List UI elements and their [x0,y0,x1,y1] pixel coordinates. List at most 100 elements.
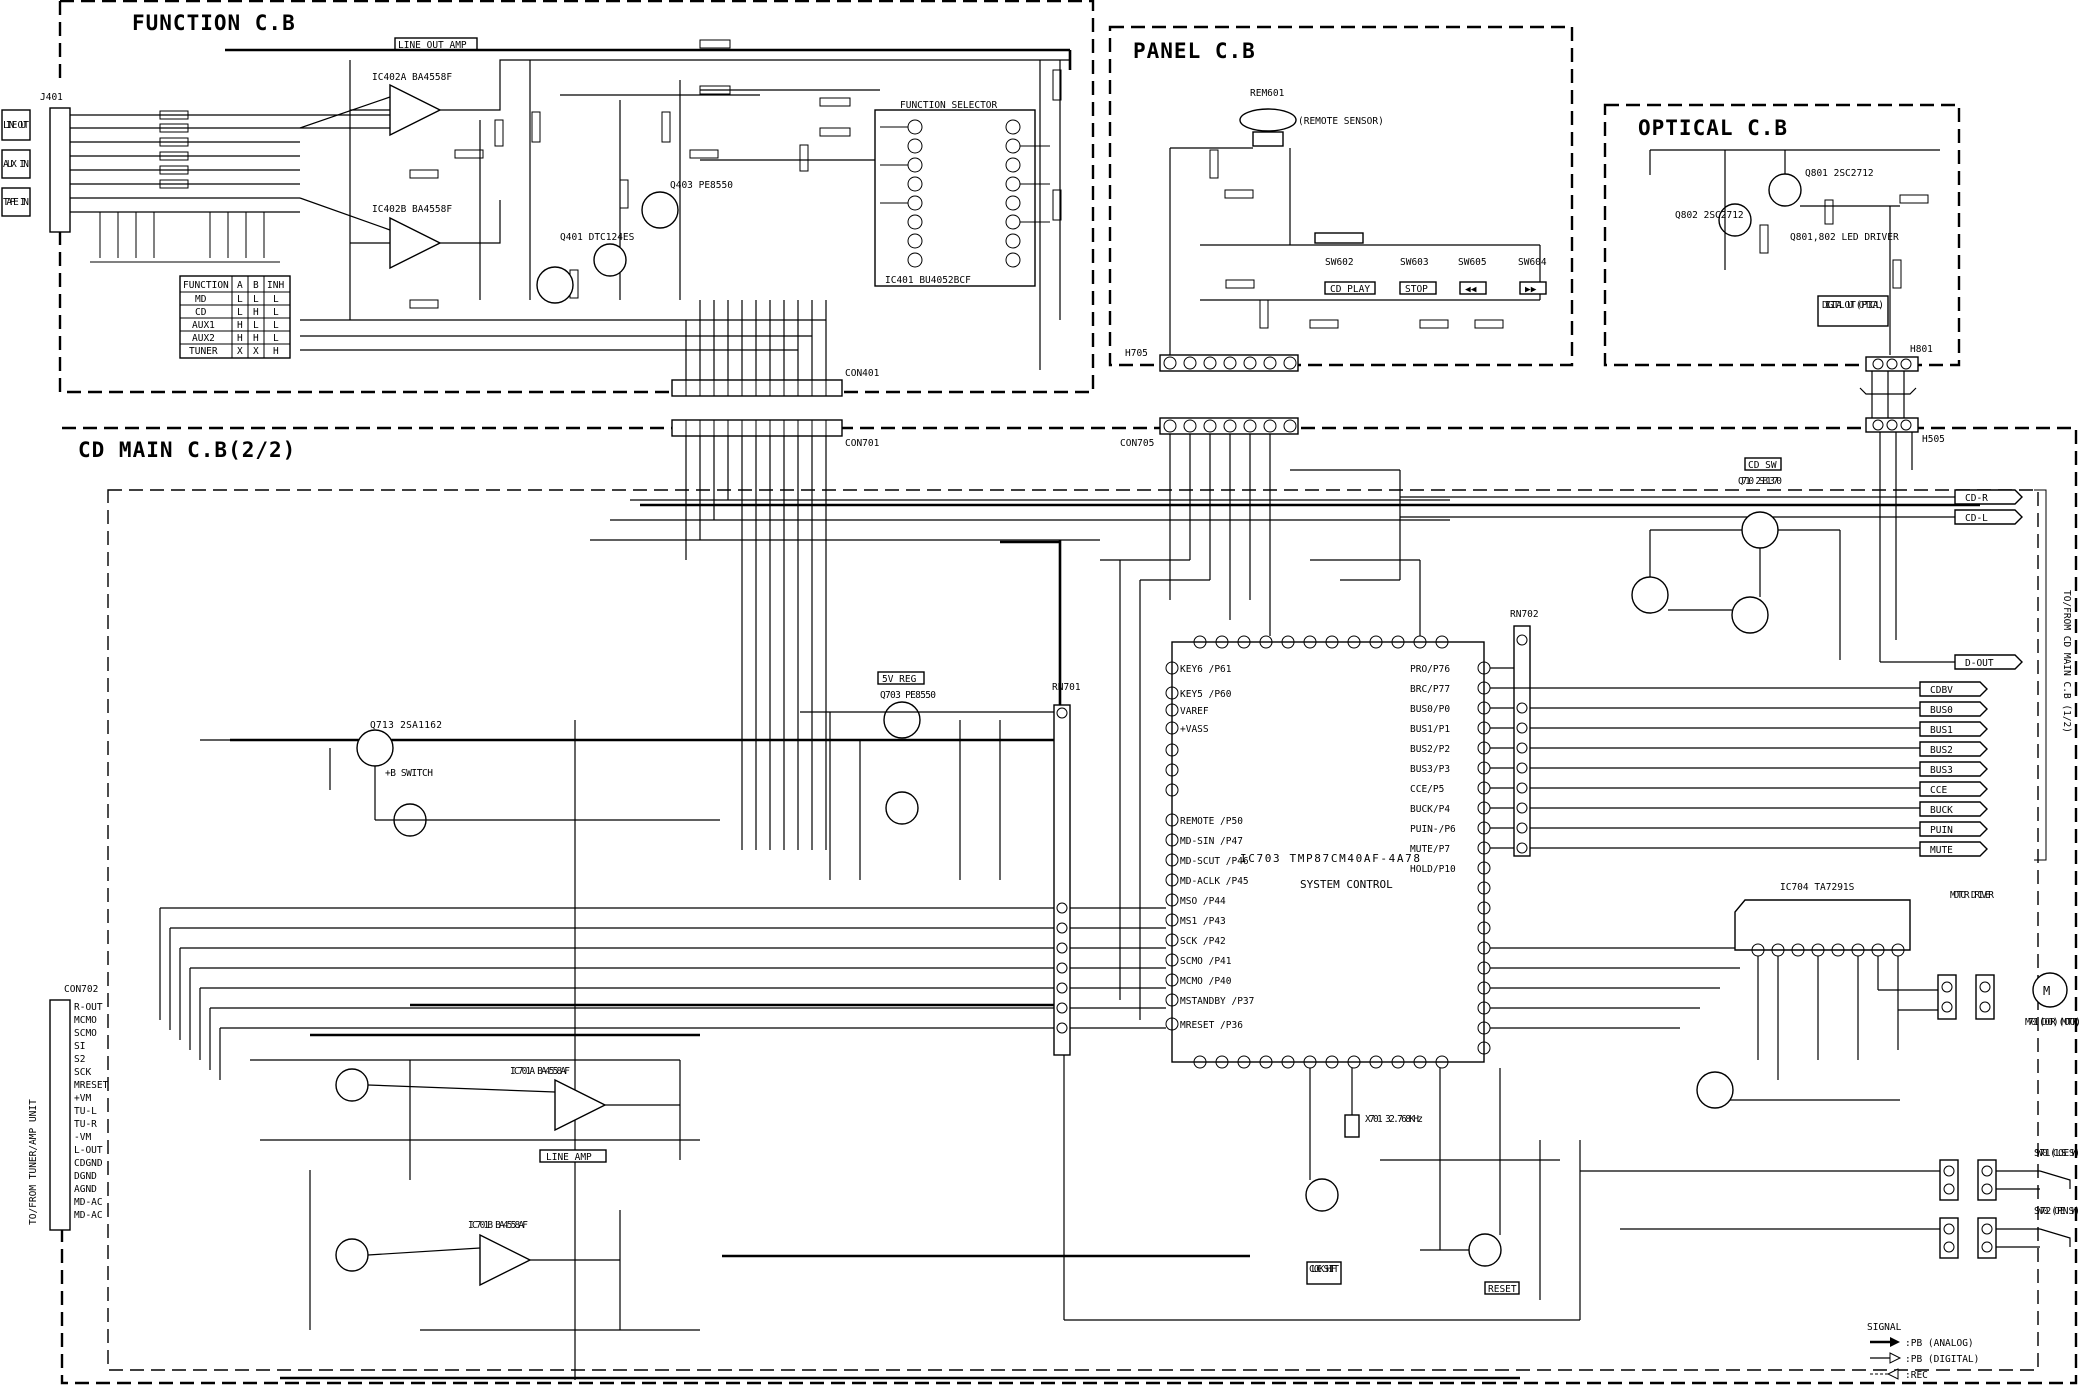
q403-transistor [641,191,679,229]
ic703-pin-label: BRC/P77 [1410,684,1450,695]
signal-tag: BUS3 [1930,765,1953,776]
m701-label: M701 (DOOR) (MOTOR) [2025,1017,2081,1028]
ic703-pin-label: SCK /P42 [1180,936,1226,947]
table-cell: L [253,320,259,331]
ic701a-opamp [554,1078,607,1132]
ic703-pin-label: PRO/P76 [1410,664,1450,675]
function-board-outline [58,0,1095,394]
h705-label: H705 [1125,348,1148,359]
con702-pin: AGND [74,1184,97,1195]
signal-tag: CD-R [1965,493,1988,504]
ic703-pin-label: HOLD/P10 [1410,864,1456,875]
ic701b-opamp [479,1233,532,1287]
cd-main-board-outline [60,426,2078,1385]
ic703-pin-label: PUIN-/P6 [1410,824,1456,835]
table-cell: AUX2 [192,333,215,344]
ic703-pin-label: KEY6 /P61 [1180,664,1232,675]
con702-pin: MD-AC [74,1210,103,1221]
legend-digital: :PB (DIGITAL) [1905,1354,1979,1365]
table-header-inh: INH [267,280,284,291]
con702-pin: L-OUT [74,1145,103,1156]
sw702-label: SW702 (OPEN SW) [2034,1206,2080,1217]
table-header-function: FUNCTION [183,280,229,291]
ic703-pin-label: MD-SIN /P47 [1180,836,1243,847]
rewind-icon: ◀◀ [1465,284,1477,295]
table-cell: H [253,307,259,318]
signal-tag: BUCK [1930,805,1953,816]
ic703-pin-label: MS1 /P43 [1180,916,1226,927]
h801-label: H801 [1910,344,1933,355]
rn702-network [1513,625,1531,857]
table-cell: L [273,333,279,344]
j401-label: J401 [40,92,63,103]
ic703-pin-label: MD-SCUT /P46 [1180,856,1249,867]
q703-function-label: 5V REG [882,674,917,685]
ic703-pin-label: MRESET /P36 [1180,1020,1243,1031]
ic703-pin-label: MCMO /P40 [1180,976,1232,987]
rn701-label: RN701 [1052,682,1081,693]
con702-pin: DGND [74,1171,97,1182]
line-out-label: LINE OUT [3,120,29,131]
line-amp-label: LINE AMP [546,1152,592,1163]
table-cell: X [237,346,243,357]
signal-tag: CCE [1930,785,1947,796]
rem601-remote-sensor [1239,108,1297,132]
ic703-pin-label: KEY5 /P60 [1180,689,1232,700]
m701-door-motor [2032,972,2068,1008]
rem601-label: REM601 [1250,88,1285,99]
con702-pin: CDGND [74,1158,103,1169]
ic703-right-pins: PRO/P76 BRC/P77 BUS0/P0 BUS1/P1 BUS2/P2 … [1410,664,1456,875]
reset-label: RESET [1488,1284,1517,1295]
ic703-pin-label: MD-ACLK /P45 [1180,876,1249,887]
signal-tag: CDBV [1930,685,1953,696]
table-cell: H [237,333,243,344]
ic703-sublabel: SYSTEM CONTROL [1300,878,1393,891]
con705-label: CON705 [1120,438,1154,449]
sw602-cd-play-label: CD PLAY [1330,284,1370,295]
ic703-pin-label: BUS0/P0 [1410,704,1450,715]
table-cell: TUNER [189,346,218,357]
motor-driver-label: MOTOR DRIVER [1950,890,1994,901]
rn702-label: RN702 [1510,609,1539,620]
ic703-pin-label: SCMO /P41 [1180,956,1232,967]
con702-pin: MRESET [74,1080,109,1091]
q703-label: Q703 PE8550 [880,690,936,701]
con702-pin: SCK [74,1067,91,1078]
function-board-title: FUNCTION C.B [132,11,296,35]
con702-pin: MCMO [74,1015,97,1026]
ic703-pin-label: CCE/P5 [1410,784,1444,795]
ic703-pin-label: BUS2/P2 [1410,744,1450,755]
ic703-pin-label: +VASS [1180,724,1209,735]
remote-sensor-label: (REMOTE SENSOR) [1298,116,1384,127]
ic703-pin-label: MUTE/P7 [1410,844,1450,855]
right-signal-tags: CD-R CD-L D-OUT CDBV BUS0 BUS1 BUS2 BUS3… [1919,489,2023,857]
table-header-a: A [237,280,243,291]
signal-legend: SIGNAL :PB (ANALOG) :PB (DIGITAL) :REC [1867,1322,1979,1381]
table-cell: AUX1 [192,320,215,331]
q801-label: Q801 2SC2712 [1805,168,1874,179]
x701-crystal [1344,1114,1360,1138]
q713-transistor [356,729,394,767]
signal-tag: PUIN [1930,825,1953,836]
ic703-system-control [1171,641,1485,1063]
con702-pin: +VM [74,1093,91,1104]
line-out-amp-label: LINE OUT AMP [398,40,467,51]
sw605-label: SW605 [1458,257,1487,268]
function-selector-label: FUNCTION SELECTOR [900,100,998,111]
table-cell: L [273,307,279,318]
signal-tag: BUS1 [1930,725,1953,736]
table-header-b: B [253,280,259,291]
con701-label: CON701 [845,438,880,449]
con702-pin-labels: R-OUT MCMO SCMO SI S2 SCK MRESET +VM TU-… [74,1002,109,1221]
con702-label: CON702 [64,984,98,995]
table-cell: L [237,294,243,305]
table-cell: CD [195,307,207,318]
ic703-pin-label: BUCK/P4 [1410,804,1450,815]
signal-tag: D-OUT [1965,658,1994,669]
ic703-pin-label: MSO /P44 [1180,896,1226,907]
side-note-label: TO/FROM CD MAIN C.B (1/2) [2061,590,2072,733]
sw604-label: SW604 [1518,257,1547,268]
q403-label: Q403 PE8550 [670,180,733,191]
con401-connector [671,379,843,397]
function-truth-table: FUNCTION A B INH MD L L L CD L H L AUX1 … [179,275,291,359]
